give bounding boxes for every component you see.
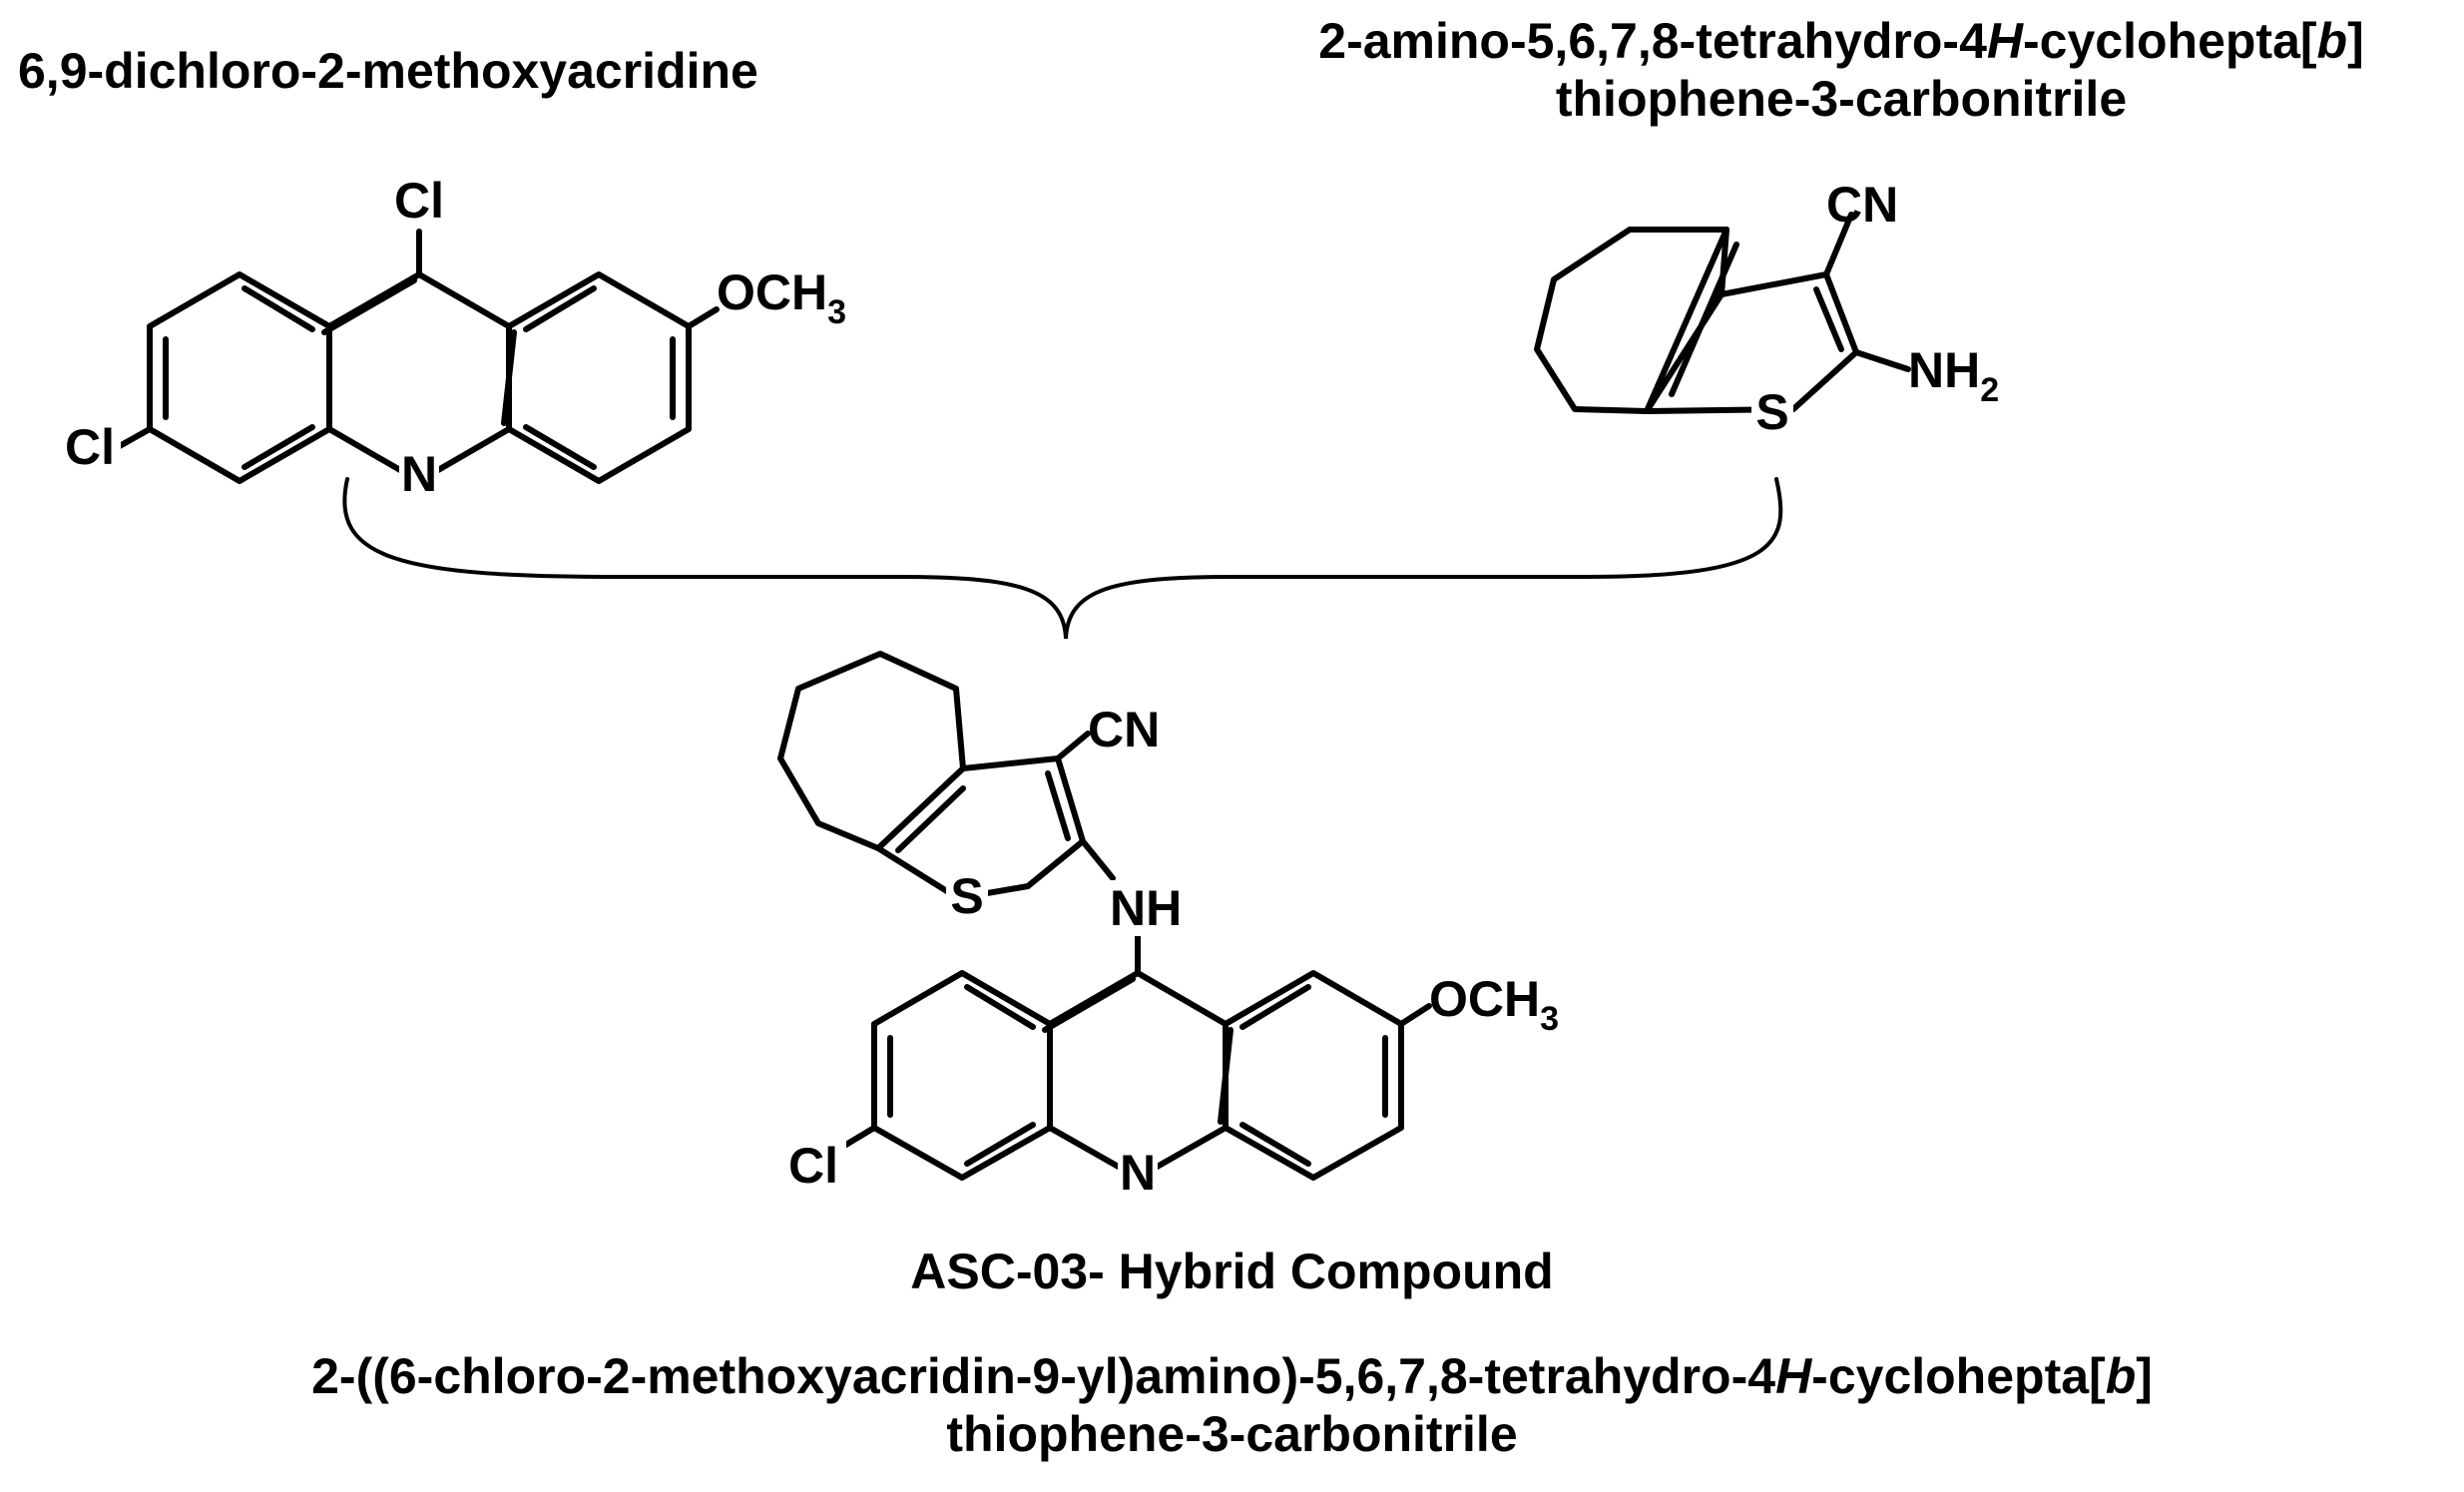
acridine-c-right-ring [1223,970,1404,1181]
reagent-a-name: 6,9-dichloro-2-methoxyacridine [18,43,758,99]
atom-och3-sub: 3 [827,293,846,331]
atom-s: S [1755,384,1788,440]
acridine-a-double-bond [523,424,597,470]
cn-bond-c [1055,731,1091,761]
atom-och3: OCH3 [717,264,846,331]
acridine-a-double-bond [242,285,315,332]
atom-cn: CN [1826,177,1898,233]
thiophene-c-double-bond [895,785,966,853]
thiophene-c-fused-bond [875,765,966,851]
atom-nh2-sub: 2 [1980,371,1999,409]
cl-bond-c [841,1125,877,1149]
acridine-a-right-ring [506,271,692,484]
reagent-b-name-part1: 2-amino-5,6,7,8-tetrahydro-4 [1318,13,1987,69]
atom-nh2: NH2 [1908,342,1999,409]
reagent-b-structure: CN NH2 S [1534,177,1999,440]
atom-n: N [401,446,437,502]
atom-nh-c: NH [1110,880,1182,936]
acridine-c-double-bond [964,1122,1036,1167]
acridine-a-left-ring [147,271,332,484]
reagent-b-name-italic-b: b [2316,13,2348,69]
acridine-c-inner-bond [1042,976,1136,1033]
atom-cl-top: Cl [394,173,444,229]
atom-cn-c: CN [1088,702,1160,757]
reagent-b-name-part3: ] [2347,13,2364,69]
cn-bond [1823,212,1854,277]
atom-och3-c: OCH3 [1429,971,1559,1038]
atom-cl-left: Cl [65,419,115,475]
atom-och3-main: OCH [717,264,827,320]
methoxy-bond [686,306,720,329]
product-name-italic-h: H [1775,1348,1812,1404]
reagent-b-name-line2: thiophene-3-carbonitrile [1555,71,2128,127]
methoxy-bond-c [1398,1003,1432,1027]
product-name-line2: thiophene-3-carbonitrile [946,1406,1518,1462]
reagent-b-name-part2: -cyclohepta[ [2023,13,2317,69]
reagent-b-name: 2-amino-5,6,7,8-tetrahydro-4H-cyclohepta… [1223,12,2460,128]
product-name-part2: -cyclohepta[ [1811,1348,2106,1404]
product-structure: CN S NH OCH3 N Cl [777,651,1559,1201]
nh-bond-c [1080,838,1116,881]
acridine-c-left-ring [871,970,1053,1181]
atom-n-c: N [1120,1145,1156,1201]
acridine-a-double-bond [523,285,597,332]
cl-bond [115,426,153,450]
product-name: 2-((6-chloro-2-methoxyacridin-9-yl)amino… [0,1347,2464,1463]
atom-och3-c-main: OCH [1429,971,1540,1027]
reagent-b-name-italic-h: H [1986,13,2024,69]
cycloheptane-ring-b [1534,227,1729,414]
nh2-bond [1853,349,1911,372]
acridine-c-double-bond [1239,984,1311,1030]
acridine-c-double-bond [1239,1122,1311,1167]
atom-och3-c-sub: 3 [1540,1000,1559,1038]
thiophene-ring-c [875,755,1086,901]
reagent-a-structure: Cl Cl N OCH3 [55,172,846,502]
atom-nh2-main: NH [1908,342,1980,398]
product-label: ASC-03- Hybrid Compound [910,1243,1554,1299]
atom-s-c: S [950,868,983,924]
cycloheptane-ring-c [777,651,966,851]
combination-brace [342,477,1783,640]
acridine-c-double-bond [964,984,1036,1030]
product-name-part1: 2-((6-chloro-2-methoxyacridin-9-yl)amino… [311,1348,1776,1404]
thiophene-b-double-bond [1669,242,1739,397]
thiophene-b-double-bond [1813,286,1844,352]
product-name-italic-b: b [2105,1348,2137,1404]
thiophene-b-fused-bond [1644,227,1729,414]
thiophene-c-double-bond [1045,770,1071,841]
atom-cl-c: Cl [788,1138,838,1194]
acridine-a-double-bond [242,424,315,470]
acridine-a-inner-bond [321,277,417,335]
product-name-part3: ] [2136,1348,2153,1404]
